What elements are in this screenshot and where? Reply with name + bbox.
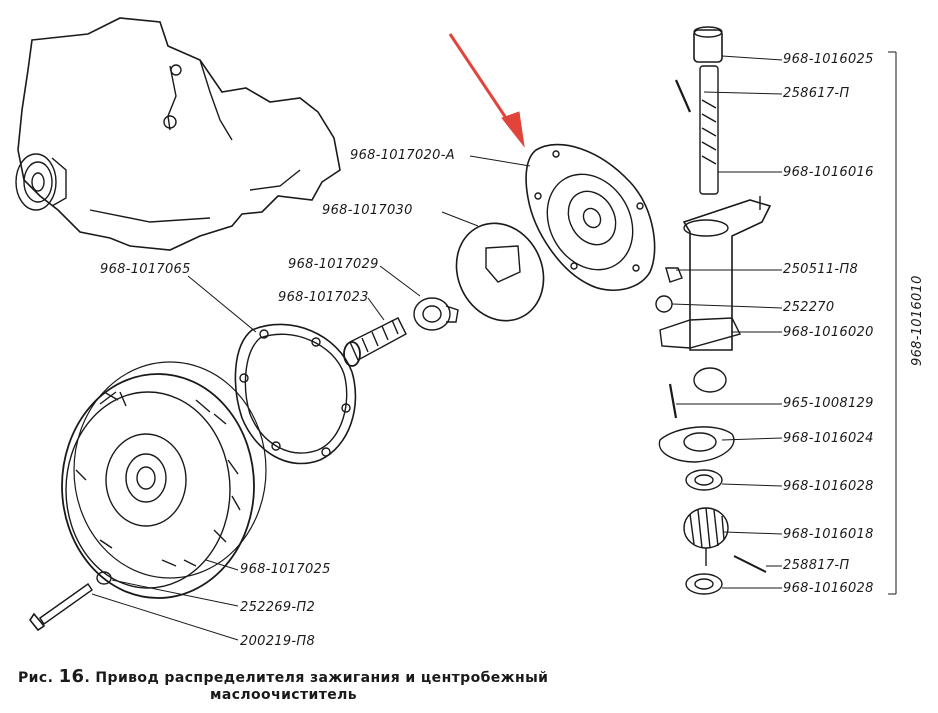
callout-968-1016018: 968-1016018 (783, 527, 874, 542)
figure-caption: Рис. 16. Привод распределителя зажигания… (18, 668, 548, 687)
callout-968-1017029: 968-1017029 (288, 257, 379, 272)
callout-250511-p8: 250511-П8 (783, 262, 859, 277)
callout-965-1008129: 965-1008129 (783, 396, 874, 411)
centrifuge-rotor-drawing (61, 361, 267, 599)
lock-washer-drawing (413, 297, 459, 331)
callout-968-1016028-upper: 968-1016028 (783, 479, 874, 494)
callout-252270: 252270 (783, 300, 835, 315)
screw-drawing (343, 317, 407, 367)
bolt-drawing (29, 571, 112, 632)
caption-number: 16 (58, 666, 85, 687)
callout-200219-p8: 200219-П8 (240, 634, 316, 649)
cover-plate-drawing (525, 143, 656, 292)
callout-258817-p: 258817-П (783, 558, 850, 573)
callout-968-1017020-a: 968-1017020-А (350, 148, 455, 163)
crank-pulley-drawing (15, 153, 67, 211)
callout-968-1017030: 968-1017030 (322, 203, 413, 218)
caption-line1: . Привод распределителя зажигания и цент… (84, 670, 549, 686)
callout-968-1016016: 968-1016016 (783, 165, 874, 180)
callout-968-1017023: 968-1017023 (278, 290, 369, 305)
disk-drawing (455, 222, 545, 322)
callout-968-1017065: 968-1017065 (100, 262, 191, 277)
callout-968-1016020: 968-1016020 (783, 325, 874, 340)
engine-block-drawing (15, 17, 341, 251)
drive-shaft-assembly-drawing (655, 26, 772, 595)
callout-252269-p2: 252269-П2 (240, 600, 316, 615)
callout-968-1016025: 968-1016025 (783, 52, 874, 67)
leader-lines (91, 51, 897, 641)
figure-caption-line2: маслоочиститель (210, 687, 358, 703)
callout-968-1016028-lower: 968-1016028 (783, 581, 874, 596)
highlight-arrow (448, 33, 525, 148)
callout-258617-p: 258617-П (783, 86, 850, 101)
gasket-drawing (234, 323, 357, 465)
callout-968-1016024: 968-1016024 (783, 431, 874, 446)
callout-968-1016010: 968-1016010 (910, 275, 925, 366)
callout-968-1017025: 968-1017025 (240, 562, 331, 577)
caption-prefix: Рис. (18, 670, 54, 686)
